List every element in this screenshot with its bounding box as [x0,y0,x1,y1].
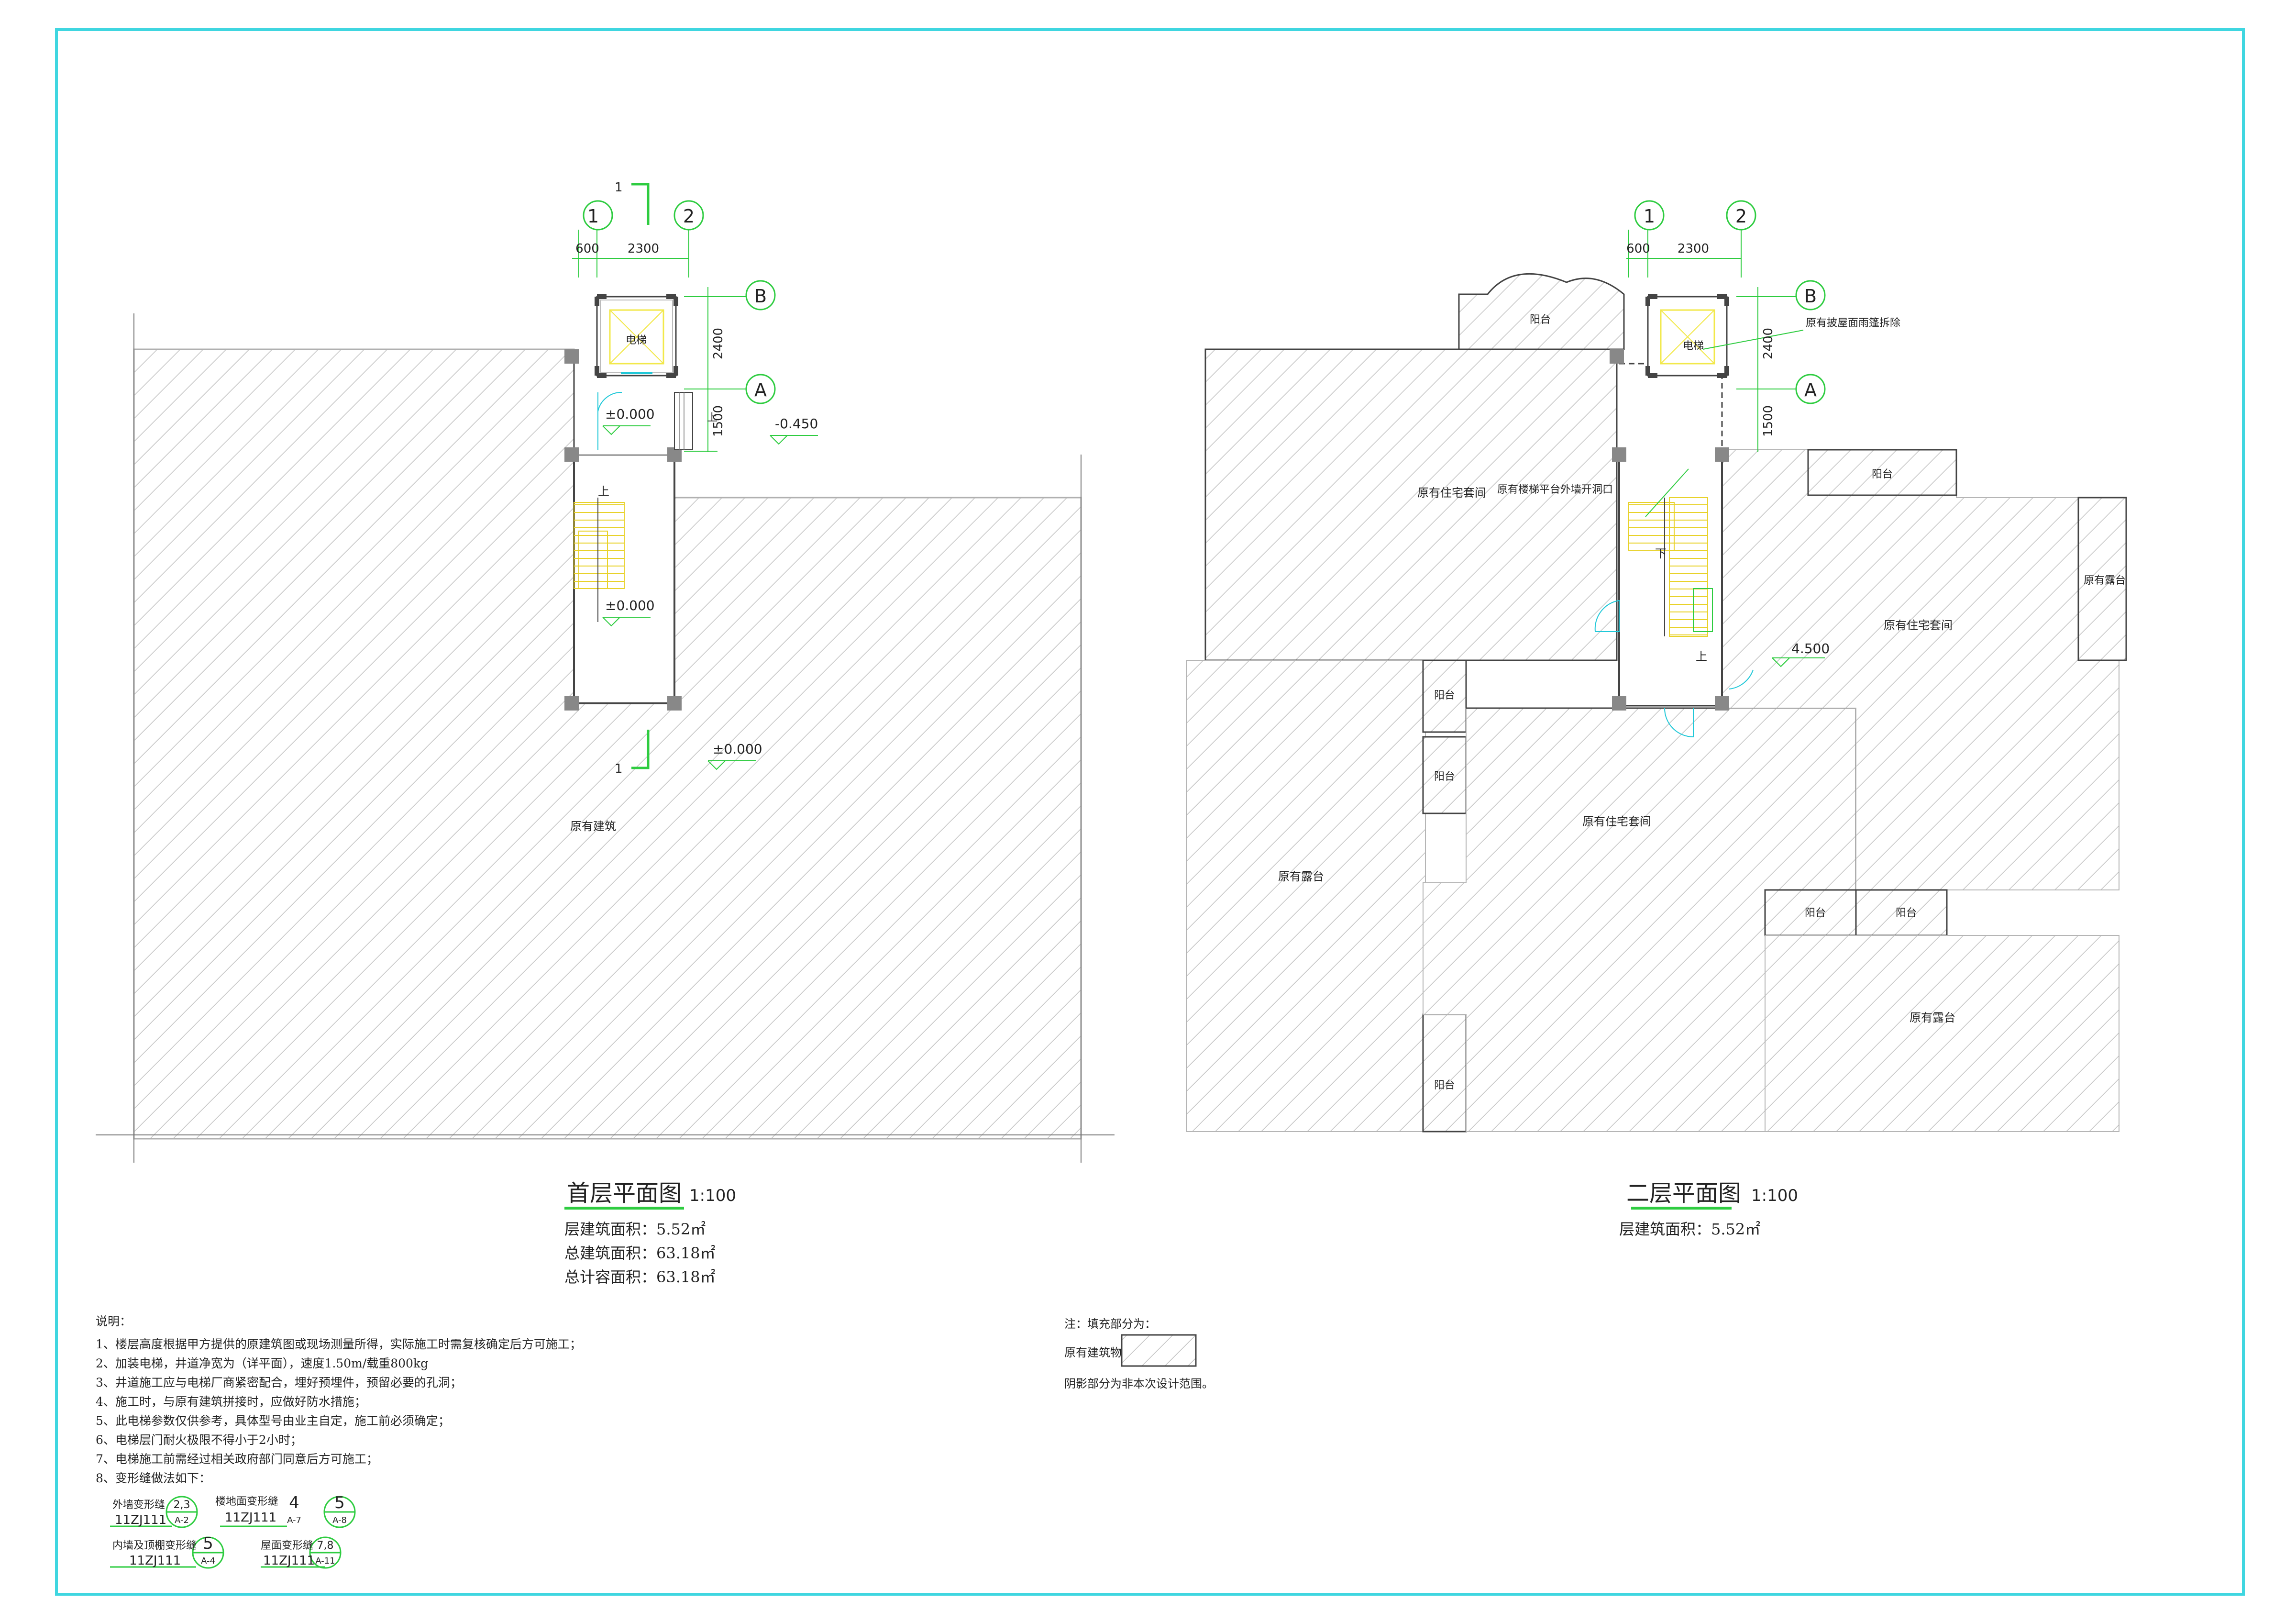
legend-desc: 阴影部分为非本次设计范围。 [1064,1377,1214,1390]
gf-stat-3: 总计容面积：63.18㎡ [564,1268,716,1286]
terrace-right-label: 原有露台 [1910,1011,1955,1024]
level-entry: ±0.000 [605,406,655,422]
axis-1-label: 1 [587,206,599,227]
dim-1500-2f: 1500 [1761,405,1776,437]
ground-floor-title: 首层平面图 [567,1180,682,1207]
level-4500: 4.500 [1791,641,1830,656]
terrace-left [1186,660,1426,1132]
axis-b-label-2f: B [1804,286,1817,307]
note-1: 1、楼层高度根据甲方提供的原建筑图或现场测量所得，实际施工时需复核确定后方可施工… [96,1337,582,1351]
suite-right-label: 原有住宅套间 [1884,619,1953,632]
second-floor-scale: 1:100 [1751,1186,1798,1205]
elevator-shaft [595,294,678,378]
second-floor-plan [1186,200,2127,1210]
note-6: 6、电梯层门耐火极限不得小于2小时； [96,1433,302,1447]
joint-2-sub2: A-8 [332,1515,347,1525]
second-floor-title: 二层平面图 [1626,1180,1741,1207]
suite-center-label: 原有住宅套间 [1582,815,1651,828]
terrace-left-label: 原有露台 [1278,870,1324,883]
note-opening: 原有楼梯平台外墙开洞口 [1497,484,1613,496]
sheet-frame [55,28,2245,1596]
stair-up-label: 上 [598,485,609,498]
joint-2-code: 11ZJ111 [225,1511,276,1525]
note-4: 4、施工时，与原有建筑拼接时，应做好防水措施； [96,1395,366,1409]
stair-down-label: 下 [1655,547,1667,560]
joint-1-code: 11ZJ111 [115,1513,166,1527]
notes-title: 说明： [96,1314,132,1328]
suite-upper-left-label: 原有住宅套间 [1417,486,1486,500]
dim-2400-2f: 2400 [1761,328,1776,359]
dim-2300: 2300 [628,242,659,256]
legend-label: 原有建筑物 [1064,1346,1122,1359]
level-stair: ±0.000 [605,598,655,613]
gf-stat-2: 总建筑面积：63.18㎡ [564,1244,716,1262]
note-7: 7、电梯施工前需经过相关政府部门同意后方可施工； [96,1452,378,1466]
balcony-left-2: 阳台 [1434,771,1455,783]
axis-1-label-2f: 1 [1644,206,1655,227]
note-8: 8、变形缝做法如下： [96,1471,211,1485]
joint-4-sub: A-11 [315,1556,335,1566]
balcony-left-3: 阳台 [1434,1079,1455,1091]
stair-up-label-2f: 上 [1696,650,1707,663]
joint-3-sub: A-4 [201,1556,215,1566]
joint-2-num2: 5 [334,1493,345,1512]
axis-2-label-2f: 2 [1735,206,1747,227]
elevator-label-2f: 电梯 [1683,340,1704,352]
legend-swatch [1121,1334,1197,1367]
dim-2300-2f: 2300 [1678,242,1709,256]
balcony-right-top: 阳台 [1872,468,1893,480]
dim-600: 600 [575,242,599,256]
elevator-label: 电梯 [626,334,647,346]
joint-2-sub: A-7 [287,1515,301,1525]
level-outside: -0.450 [775,416,818,432]
balcony-left-1: 阳台 [1434,689,1455,701]
joint-4-code: 11ZJ111 [263,1554,315,1568]
ramp-up-label: 上 [707,412,718,424]
joint-3-num: 5 [203,1534,213,1553]
joint-4-num: 7,8 [317,1540,334,1552]
level-ground: ±0.000 [713,741,762,757]
dim-600-2f: 600 [1626,242,1650,256]
axis-a-label: A [754,379,767,400]
legend-note: 注：填充部分为： [1064,1317,1156,1331]
joint-1-sub: A-2 [175,1515,189,1525]
note-demolish: 原有披屋面雨篷拆除 [1806,317,1900,329]
note-2: 2、加装电梯，井道净宽为（详平面），速度1.50m/载重800kg [96,1356,428,1370]
ground-floor-scale: 1:100 [689,1186,736,1205]
note-3: 3、井道施工应与电梯厂商紧密配合，埋好预埋件，预留必要的孔洞； [96,1376,462,1389]
section-mark-bottom: 1 [615,762,623,776]
bay-window [1458,273,1625,350]
sf-stat-1: 层建筑面积：5.52㎡ [1619,1220,1760,1238]
joint-2-num: 4 [289,1493,299,1512]
suite-upper-left [1204,348,1618,661]
joint-3-code: 11ZJ111 [129,1554,181,1568]
dim-2400: 2400 [711,328,726,359]
gf-stat-1: 层建筑面积：5.52㎡ [564,1220,706,1238]
elevator-shaft-2f [1645,294,1804,378]
terrace-right-upper: 原有露台 [2084,575,2126,587]
terrace-right [1765,935,2119,1132]
axis-2-label: 2 [683,206,695,227]
note-5: 5、此电梯参数仅供参考，具体型号由业主自定，施工前必须确定； [96,1414,450,1428]
ground-floor-plan [96,183,1115,1210]
balcony-bottom-2: 阳台 [1896,907,1917,919]
balcony-top: 阳台 [1530,314,1551,326]
joint-4-label: 屋面变形缝 [261,1540,313,1552]
dim-1500: 1500 [711,405,726,437]
section-mark-top: 1 [615,180,623,195]
joint-symbols [110,1496,356,1569]
joint-1-num: 2,3 [174,1499,190,1511]
axis-a-label-2f: A [1804,379,1817,400]
existing-building-label: 原有建筑 [570,820,616,833]
joint-1-label: 外墙变形缝 [112,1499,165,1511]
axis-b-label: B [754,286,767,307]
joint-2-label: 楼地面变形缝 [215,1496,278,1508]
joint-3-label: 内墙及顶棚变形缝 [112,1540,197,1552]
balcony-bottom-1: 阳台 [1805,907,1826,919]
